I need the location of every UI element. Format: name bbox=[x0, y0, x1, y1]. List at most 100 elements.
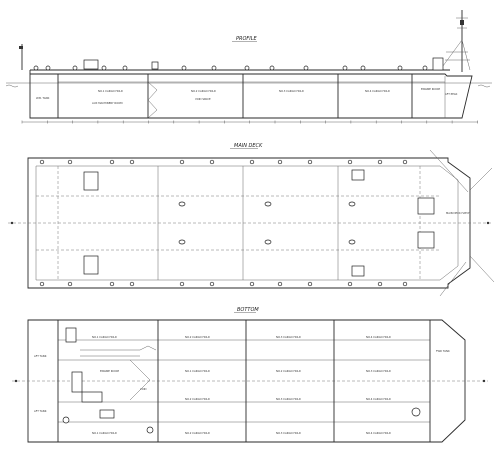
bollard-icon bbox=[122, 65, 128, 71]
winch-icon bbox=[432, 57, 444, 71]
engine-room-divider bbox=[129, 359, 151, 401]
hatch-cleat bbox=[178, 239, 186, 245]
hatch-cleat bbox=[178, 201, 186, 207]
winch-icon bbox=[351, 265, 365, 277]
deck-label: MAIN DECK HATCH bbox=[446, 211, 470, 215]
deck-bollards bbox=[39, 159, 408, 287]
bollard-icon bbox=[342, 65, 348, 71]
tank-label: NO.3 CARGO HOLD bbox=[279, 89, 304, 93]
water-waves bbox=[5, 84, 491, 88]
bollard-icon bbox=[402, 281, 408, 287]
main-deck-title: MAIN DECK bbox=[234, 143, 263, 149]
machinery-label: ENGINE ROOM bbox=[100, 369, 119, 373]
deck-outline bbox=[27, 157, 471, 289]
bollard-icon bbox=[422, 65, 428, 71]
compartment-label: NO.2 CARGO HOLD bbox=[185, 335, 210, 339]
bollard-icon bbox=[397, 65, 403, 71]
bollard-icon bbox=[244, 65, 250, 71]
bollard-icon bbox=[179, 159, 185, 165]
bollard-icon bbox=[72, 65, 78, 71]
winch-icon bbox=[151, 61, 159, 70]
bollard-icon bbox=[67, 281, 73, 287]
bollard-icon bbox=[249, 159, 255, 165]
machinery-block bbox=[99, 409, 115, 419]
bollard-icon bbox=[269, 65, 275, 71]
bollard-icon bbox=[109, 281, 115, 287]
profile-title: PROFILE bbox=[236, 36, 258, 42]
machinery-block bbox=[81, 391, 103, 403]
compartment-label: NO.4 CARGO HOLD bbox=[366, 397, 391, 401]
hatch-markers bbox=[178, 201, 356, 245]
winch-icon bbox=[83, 255, 99, 275]
bollard-icon bbox=[33, 65, 39, 71]
pump-icon bbox=[62, 416, 70, 424]
compartment-label: NO.4 CARGO HOLD bbox=[366, 431, 391, 435]
bollard-icon bbox=[307, 281, 313, 287]
bollard-icon bbox=[109, 159, 115, 165]
compartment-label: NO.3 CARGO HOLD bbox=[276, 431, 301, 435]
bollard-icon bbox=[101, 65, 107, 71]
compartment-label: NO.2 CARGO HOLD bbox=[276, 369, 301, 373]
centerline-marker bbox=[486, 221, 490, 225]
bollard-icon bbox=[402, 159, 408, 165]
bottom-title: BOTTOM bbox=[237, 307, 259, 313]
tank-label: NO.1 CARGO HOLD bbox=[98, 89, 123, 93]
machinery-block bbox=[65, 327, 77, 343]
centerline-marker bbox=[10, 221, 14, 225]
bollard-icon bbox=[307, 159, 313, 165]
side-tank-label: AFT TANK bbox=[34, 409, 47, 413]
bollard-icon bbox=[277, 281, 283, 287]
mast-light bbox=[460, 20, 464, 25]
tank-label: W.B. TANK bbox=[36, 96, 50, 100]
compartment-label: NO.3 CARGO HOLD bbox=[276, 335, 301, 339]
machinery-label: VOID bbox=[140, 387, 147, 391]
winch-icon bbox=[417, 197, 435, 215]
bollard-icon bbox=[67, 159, 73, 165]
compartment-label: NO.1 CARGO HOLD bbox=[92, 335, 117, 339]
tank-label: ENGINE ROOM bbox=[421, 87, 440, 91]
compartment-label: NO.1 CARGO HOLD bbox=[92, 431, 117, 435]
profile-hull bbox=[29, 73, 473, 119]
bollard-icon bbox=[179, 281, 185, 287]
winch-icon bbox=[351, 169, 365, 181]
compartment-label: NO.3 CARGO HOLD bbox=[276, 397, 301, 401]
hatch-cleat bbox=[264, 201, 272, 207]
shaft-line bbox=[80, 345, 157, 357]
tank-label: NO.4 CARGO HOLD bbox=[365, 89, 390, 93]
bow-rail bbox=[445, 51, 470, 61]
engine-room-machinery bbox=[62, 327, 157, 434]
compartment-label: NO.2 CARGO HOLD bbox=[185, 431, 210, 435]
winch-icon bbox=[83, 59, 99, 70]
sub-label: VOID SPACE bbox=[195, 97, 211, 101]
anchor-icon bbox=[411, 407, 421, 417]
mooring-lines bbox=[429, 149, 495, 297]
bollard-icon bbox=[303, 65, 309, 71]
bollard-icon bbox=[211, 65, 217, 71]
bollard-icon bbox=[347, 159, 353, 165]
profile-view: PROFILE W.B. TANK NO.1 CARGO HOLD NO.2 C… bbox=[5, 10, 492, 124]
flag-icon bbox=[19, 46, 23, 49]
profile-deck-fittings bbox=[19, 44, 428, 71]
bollard-icon bbox=[377, 159, 383, 165]
bollard-icon bbox=[377, 281, 383, 287]
bollard-icon bbox=[277, 159, 283, 165]
bottom-outline bbox=[27, 319, 466, 443]
machinery-block bbox=[71, 371, 83, 393]
bollard-icon bbox=[209, 281, 215, 287]
bollard-icon bbox=[347, 281, 353, 287]
bollard-icon bbox=[181, 65, 187, 71]
bollard-icon bbox=[39, 159, 45, 165]
mast-stay bbox=[439, 39, 471, 71]
deck-inner-outline bbox=[35, 165, 459, 281]
centerline-marker bbox=[14, 379, 18, 383]
hatch-cleat bbox=[264, 239, 272, 245]
bollard-icon bbox=[249, 281, 255, 287]
side-tank-label: FWD TANK bbox=[436, 349, 450, 353]
stair-ladder bbox=[147, 81, 158, 119]
centerline-marker bbox=[482, 379, 486, 383]
bollard-icon bbox=[129, 281, 135, 287]
frame-ticks bbox=[21, 120, 478, 124]
tank-label: NO.2 CARGO HOLD bbox=[191, 89, 216, 93]
